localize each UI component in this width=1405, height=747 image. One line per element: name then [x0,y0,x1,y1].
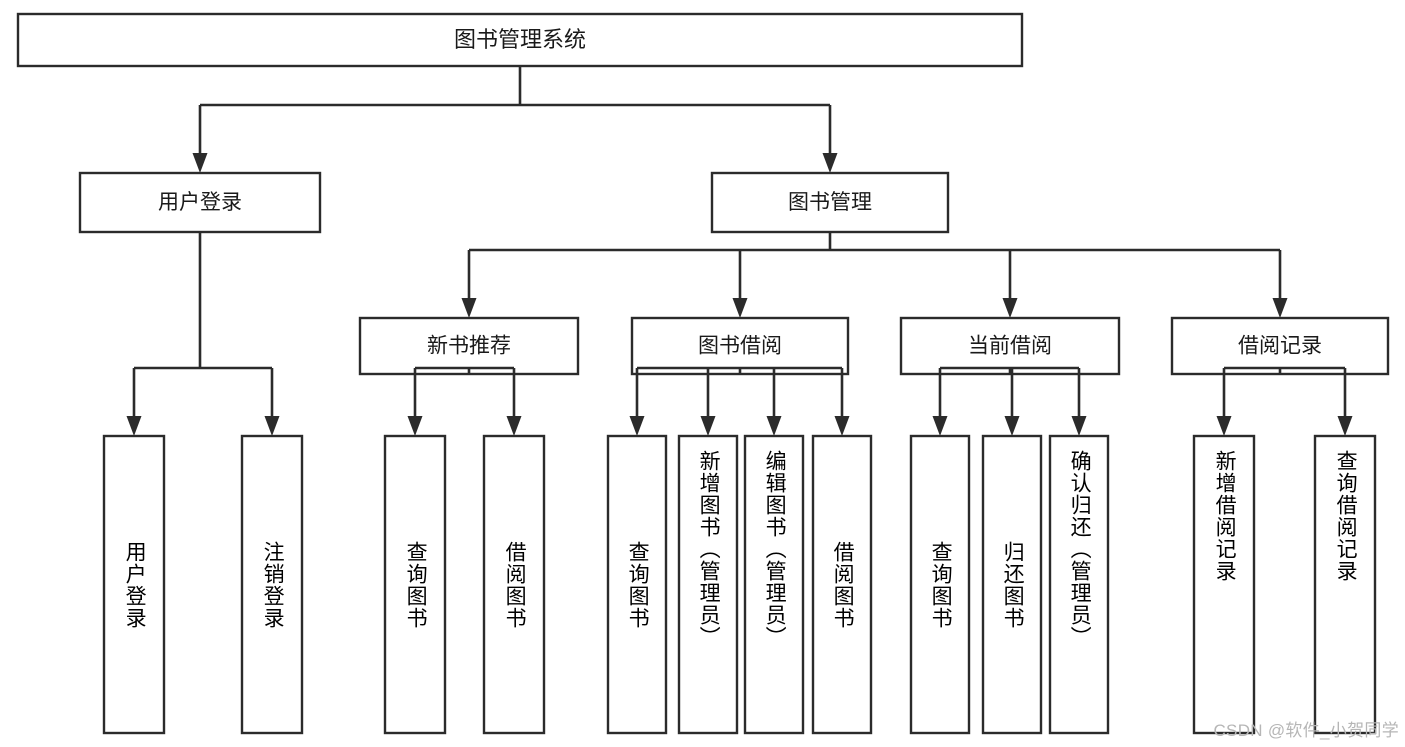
leaf-box-label: 查询图书 [608,436,666,733]
leaf-box-label: 查询图书 [385,436,445,733]
leaf-label-1-2-2: 确认归还（管理员） [1068,450,1092,648]
level2-1-2-branch-2-arrowhead [1071,416,1087,436]
level1-0-branch-0-arrowhead [126,416,142,436]
leaf-box-label: 查询借阅记录 [1315,450,1375,747]
leaf-box-label: 借阅图书 [813,436,871,733]
leaf-box-label: 编辑图书（管理员） [745,450,803,747]
leaf-box-label: 新增图书（管理员） [679,450,737,747]
leaf-box-label: 注销登录 [242,436,302,733]
leaf-box-label: 借阅图书 [484,436,544,733]
level2-box-1-0[interactable] [358,316,580,376]
root-branch-1-arrowhead [822,153,838,173]
level1-1-branch-0-arrowhead [461,298,477,318]
level1-1-branch-2-arrowhead [1002,298,1018,318]
leaf-label-0-1: 注销登录 [261,540,285,629]
leaf-box-1-3-1[interactable] [1313,434,1377,735]
root-branch-0-arrowhead [192,153,208,173]
level2-1-1-branch-2-arrowhead [766,416,782,436]
leaf-box-1-1-2[interactable] [743,434,805,735]
leaf-label-1-3-1: 查询借阅记录 [1334,450,1358,582]
level2-1-1-branch-0-arrowhead [629,416,645,436]
leaf-box-label: 用户登录 [104,436,164,733]
level2-1-1-branch-1-arrowhead [700,416,716,436]
leaf-box-label: 查询图书 [911,436,969,733]
leaf-box-1-1-0[interactable] [606,434,668,735]
level2-box-1-2[interactable] [899,316,1121,376]
leaf-label-1-0-1: 借阅图书 [503,540,527,629]
level2-1-3-branch-1-arrowhead [1337,416,1353,436]
level2-1-1-branch-3-arrowhead [834,416,850,436]
level1-label-0: 用户登录 [158,191,242,214]
leaf-box-label: 归还图书 [983,436,1041,733]
level1-box-0[interactable] [78,171,322,234]
level2-1-0-branch-0-arrowhead [407,416,423,436]
leaf-label-1-1-3: 借阅图书 [831,540,855,629]
leaf-label-1-1-2: 编辑图书（管理员） [763,450,787,648]
leaf-box-1-0-0[interactable] [383,434,447,735]
level2-label-1-2: 当前借阅 [968,335,1052,358]
leaf-box-1-2-1[interactable] [981,434,1043,735]
level1-label-1: 图书管理 [788,191,872,214]
level2-label-1-3: 借阅记录 [1238,335,1322,358]
level1-box-1[interactable] [710,171,950,234]
leaf-label-0-0: 用户登录 [123,540,147,629]
level2-label-1-1: 图书借阅 [698,335,782,358]
leaf-label-1-3-0: 新增借阅记录 [1213,450,1237,582]
watermark-text: CSDN @软件_小贺同学 [1213,721,1399,740]
leaf-box-1-2-0[interactable] [909,434,971,735]
leaf-box-1-0-1[interactable] [482,434,546,735]
leaf-label-1-2-1: 归还图书 [1001,540,1025,629]
level2-1-2-branch-0-arrowhead [932,416,948,436]
level2-1-3-branch-0-arrowhead [1216,416,1232,436]
level1-1-branch-3-arrowhead [1272,298,1288,318]
leaf-box-1-1-3[interactable] [811,434,873,735]
leaf-label-1-1-1: 新增图书（管理员） [697,450,721,648]
leaf-box-1-1-1[interactable] [677,434,739,735]
level2-box-1-3[interactable] [1170,316,1390,376]
root-label: 图书管理系统 [454,27,586,52]
level1-0-branch-1-arrowhead [264,416,280,436]
leaf-label-1-0-0: 查询图书 [404,540,428,629]
leaf-box-0-0[interactable] [102,434,166,735]
level1-1-branch-1-arrowhead [732,298,748,318]
leaf-box-1-3-0[interactable] [1192,434,1256,735]
level2-1-2-branch-1-arrowhead [1004,416,1020,436]
leaf-box-label: 确认归还（管理员） [1050,450,1108,747]
leaf-box-1-2-2[interactable] [1048,434,1110,735]
level2-label-1-0: 新书推荐 [427,335,511,358]
leaf-box-label: 新增借阅记录 [1194,450,1254,747]
leaf-box-0-1[interactable] [240,434,304,735]
leaf-label-1-1-0: 查询图书 [626,540,650,629]
level2-box-1-1[interactable] [630,316,850,376]
leaf-label-1-2-0: 查询图书 [929,540,953,629]
level2-1-0-branch-1-arrowhead [506,416,522,436]
root-box[interactable] [16,12,1024,68]
